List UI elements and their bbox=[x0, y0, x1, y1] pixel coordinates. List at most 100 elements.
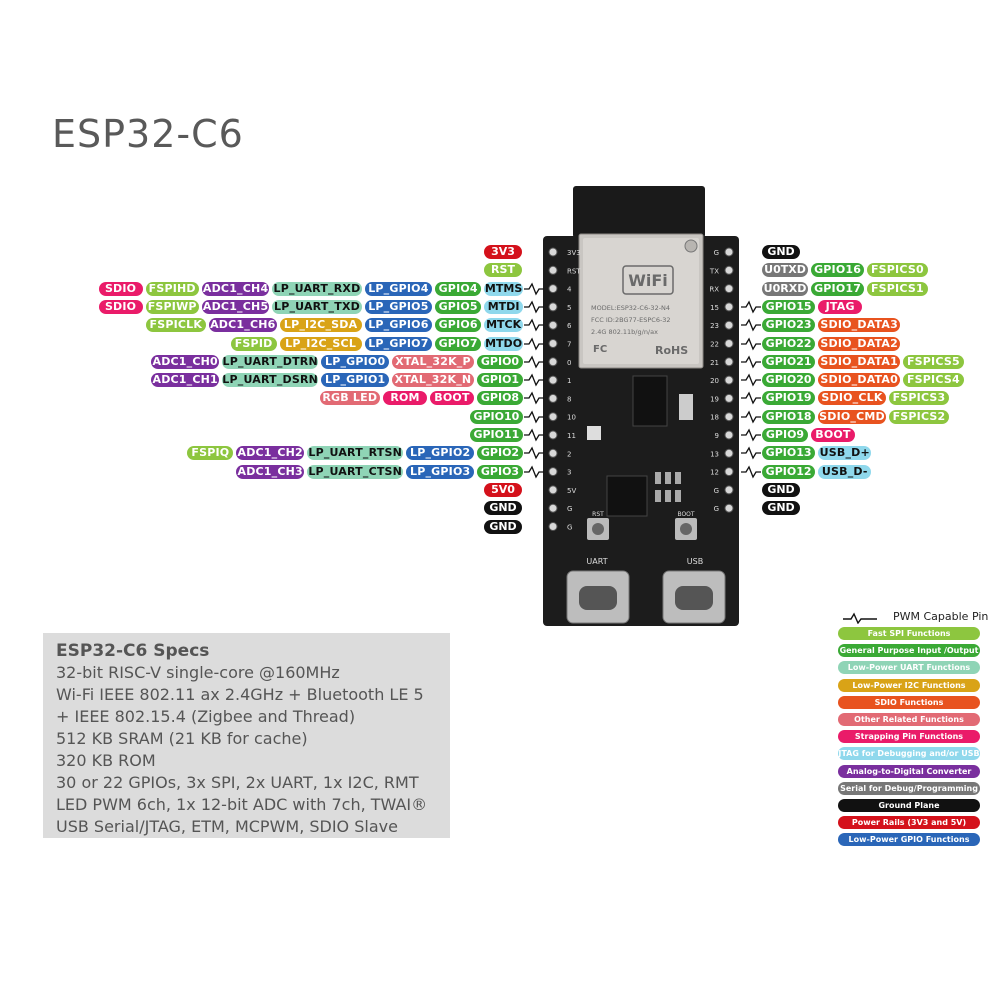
left-pin-function-tag: LP_UART_DSRN bbox=[222, 373, 319, 388]
right-pin-label: GND bbox=[762, 501, 800, 516]
specs-panel: ESP32-C6 Specs 32-bit RISC-V single-core… bbox=[43, 633, 450, 838]
right-pin-function-tag: JTAG bbox=[818, 299, 863, 314]
pwm-capable-icon bbox=[741, 465, 761, 479]
right-pin-function-tag: SDIO_CLK bbox=[818, 391, 886, 406]
pin-number-left: 6 bbox=[567, 322, 572, 330]
right-pin-label: GPIO15 bbox=[762, 299, 816, 314]
left-pin-label: MTDO bbox=[484, 336, 523, 351]
pin-number-right: G bbox=[714, 249, 719, 257]
pin-hole bbox=[548, 284, 558, 294]
usb-label: USB bbox=[687, 557, 703, 566]
pin-number-left: 1 bbox=[567, 377, 571, 385]
right-pin-label: GPIO23 bbox=[762, 318, 816, 333]
right-pin-function-tag: USB_D- bbox=[818, 464, 872, 479]
pin-hole bbox=[724, 503, 734, 513]
pin-number-right: 13 bbox=[710, 450, 719, 458]
pin-hole bbox=[724, 265, 734, 275]
pwm-capable-icon bbox=[741, 410, 761, 424]
left-pin-label: MTMS bbox=[484, 281, 523, 296]
left-pin-function-tag: GPIO4 bbox=[435, 281, 482, 296]
component-1 bbox=[679, 394, 693, 420]
pin-number-left: 5 bbox=[567, 304, 571, 312]
left-pin-label: 3V3 bbox=[484, 245, 522, 259]
module-line-2: FCC ID:2BG77-ESPC6-32 bbox=[591, 316, 671, 324]
pin-hole bbox=[724, 247, 734, 257]
left-pin-label: GND bbox=[484, 501, 522, 516]
pin-number-right: 21 bbox=[710, 359, 719, 367]
pin-hole bbox=[548, 467, 558, 477]
pwm-capable-icon bbox=[524, 373, 544, 387]
left-pin-function-tag: ROM bbox=[383, 391, 427, 406]
left-pin-function-tag: ADC1_CH4 bbox=[201, 281, 270, 296]
pin-hole bbox=[548, 357, 558, 367]
pwm-capable-icon bbox=[741, 446, 761, 460]
pin-hole bbox=[548, 375, 558, 385]
pin-number-right: 20 bbox=[710, 377, 719, 385]
right-pin-function-tag: SDIO_CMD bbox=[818, 409, 886, 424]
left-pin-label: GPIO8 bbox=[477, 391, 523, 406]
left-pin-label: GPIO3 bbox=[477, 464, 523, 479]
legend-item: Ground Plane bbox=[838, 799, 980, 812]
legend-item: Analog-to-Digital Converter bbox=[838, 764, 980, 778]
pin-number-left: G bbox=[567, 505, 572, 513]
pin-number-right: 18 bbox=[710, 414, 719, 422]
pwm-capable-icon bbox=[741, 337, 761, 350]
pin-hole bbox=[548, 430, 558, 440]
specs-line: Wi-Fi IEEE 802.11 ax 2.4GHz + Bluetooth … bbox=[56, 685, 424, 704]
legend-item: Serial for Debug/Programming bbox=[838, 781, 980, 795]
left-pin-function-tag: LP_UART_TXD bbox=[272, 299, 362, 314]
legend-item: Strapping Pin Functions bbox=[838, 730, 980, 744]
left-pin-function-tag: LP_GPIO3 bbox=[406, 464, 474, 479]
pin-number-right: G bbox=[714, 505, 719, 513]
right-pin-function-tag: FSPICS2 bbox=[888, 409, 950, 424]
left-pin-label: GPIO0 bbox=[477, 354, 523, 369]
legend-item: Other Related Functions bbox=[838, 713, 980, 726]
specs-line: 32-bit RISC-V single-core @160MHz bbox=[56, 663, 340, 682]
rgb-led bbox=[587, 426, 601, 440]
left-pin-function-tag: LP_GPIO0 bbox=[321, 354, 389, 369]
pin-number-right: 15 bbox=[710, 304, 719, 312]
left-pin-label: GPIO11 bbox=[469, 428, 523, 442]
pwm-capable-icon bbox=[741, 318, 761, 332]
left-pin-function-tag: LP_UART_CTSN bbox=[307, 464, 404, 479]
specs-line: 320 KB ROM bbox=[56, 751, 156, 770]
right-pin-function-tag: FSPICS5 bbox=[903, 354, 964, 369]
pin-number-left: 0 bbox=[567, 359, 571, 367]
specs-line: USB Serial/JTAG, ETM, MCPWM, SDIO Slave bbox=[56, 817, 398, 836]
pin-hole bbox=[548, 485, 558, 495]
right-pin-function-tag: FSPICS3 bbox=[888, 391, 950, 406]
pin-number-left: 2 bbox=[567, 450, 571, 458]
left-pin-function-tag: SDIO bbox=[98, 281, 143, 296]
pwm-capable-icon bbox=[524, 355, 544, 369]
left-pin-function-tag: ADC1_CH5 bbox=[201, 299, 270, 314]
pin-number-left: RST bbox=[567, 267, 581, 275]
left-pin-function-tag: ADC1_CH0 bbox=[151, 354, 219, 369]
rst-button-label: RST bbox=[592, 511, 604, 518]
right-pin-function-tag: SDIO_DATA0 bbox=[818, 373, 901, 388]
dev-board: WiFi MODEL:ESP32-C6-32-N4 FCC ID:2BG77-E… bbox=[543, 186, 739, 626]
specs-line: 512 KB SRAM (21 KB for cache) bbox=[56, 729, 308, 748]
right-pin-label: GND bbox=[762, 245, 800, 259]
legend-item: JTAG for Debugging and/or USB bbox=[838, 747, 980, 761]
right-pin-function-tag: GPIO17 bbox=[811, 281, 865, 296]
left-pin-function-tag: SDIO bbox=[98, 299, 143, 314]
pin-hole bbox=[724, 448, 734, 458]
module-line-3: 2.4G 802.11b/g/n/ax bbox=[591, 328, 658, 336]
left-pin-function-tag: LP_GPIO7 bbox=[364, 336, 433, 351]
ufl-connector bbox=[684, 239, 698, 253]
left-pin-function-tag: LP_UART_RXD bbox=[272, 281, 362, 296]
boot-button-label: BOOT bbox=[677, 511, 694, 518]
pwm-capable-icon bbox=[741, 428, 761, 442]
pin-hole bbox=[548, 522, 558, 531]
uart-label: UART bbox=[586, 557, 607, 566]
pin-hole bbox=[548, 247, 558, 257]
legend-item: Low-Power GPIO Functions bbox=[838, 833, 980, 847]
left-pin-function-tag: GPIO5 bbox=[435, 299, 482, 314]
specs-line: 30 or 22 GPIOs, 3x SPI, 2x UART, 1x I2C,… bbox=[56, 773, 419, 792]
pin-hole bbox=[724, 339, 734, 348]
pwm-capable-icon bbox=[524, 337, 544, 350]
usb-uart-chip bbox=[606, 475, 648, 517]
pin-number-right: 22 bbox=[710, 341, 719, 349]
pin-hole bbox=[724, 412, 734, 422]
left-pin-label: RST bbox=[484, 263, 522, 278]
